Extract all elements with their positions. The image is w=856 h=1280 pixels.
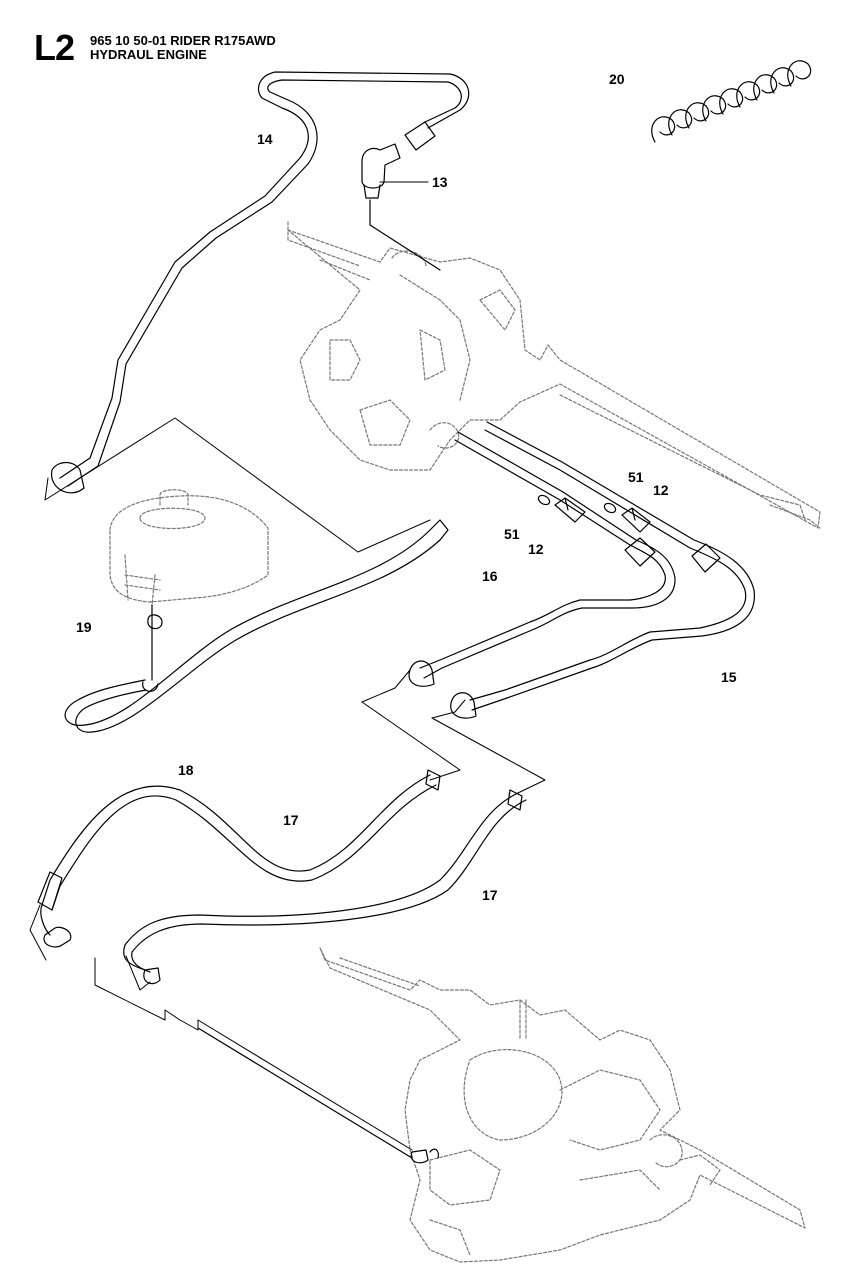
- elbow-fitting-part-13: [361, 143, 441, 271]
- orings-nipples: [537, 494, 651, 533]
- lower-pipe: [197, 1027, 439, 1164]
- hoses-part-17: [37, 769, 527, 985]
- callout-51: 51: [504, 526, 520, 542]
- pipe-part-14: [51, 71, 470, 494]
- upper-transmission: [287, 221, 821, 529]
- lower-transmission: [319, 947, 806, 1263]
- callout-15: 15: [721, 669, 737, 685]
- hose-part-18: [64, 519, 449, 733]
- leader-lines: [29, 181, 546, 1151]
- callout-17: 17: [482, 887, 498, 903]
- callout-51: 51: [628, 469, 644, 485]
- callout-12: 12: [528, 541, 544, 557]
- callout-13: 13: [432, 174, 448, 190]
- callout-16: 16: [482, 568, 498, 584]
- section-title: HYDRAUL ENGINE: [90, 47, 207, 62]
- oil-reservoir: [109, 489, 269, 606]
- pipes-part-15-16: [408, 421, 755, 719]
- diagram-code: L2: [34, 27, 75, 68]
- callout-19: 19: [76, 619, 92, 635]
- callout-20: 20: [609, 71, 625, 87]
- spring-part: [651, 60, 812, 143]
- callout-14: 14: [257, 131, 273, 147]
- callout-18: 18: [178, 762, 194, 778]
- callout-17: 17: [283, 812, 299, 828]
- callout-12: 12: [653, 482, 669, 498]
- model-title: 965 10 50-01 RIDER R175AWD: [90, 33, 276, 48]
